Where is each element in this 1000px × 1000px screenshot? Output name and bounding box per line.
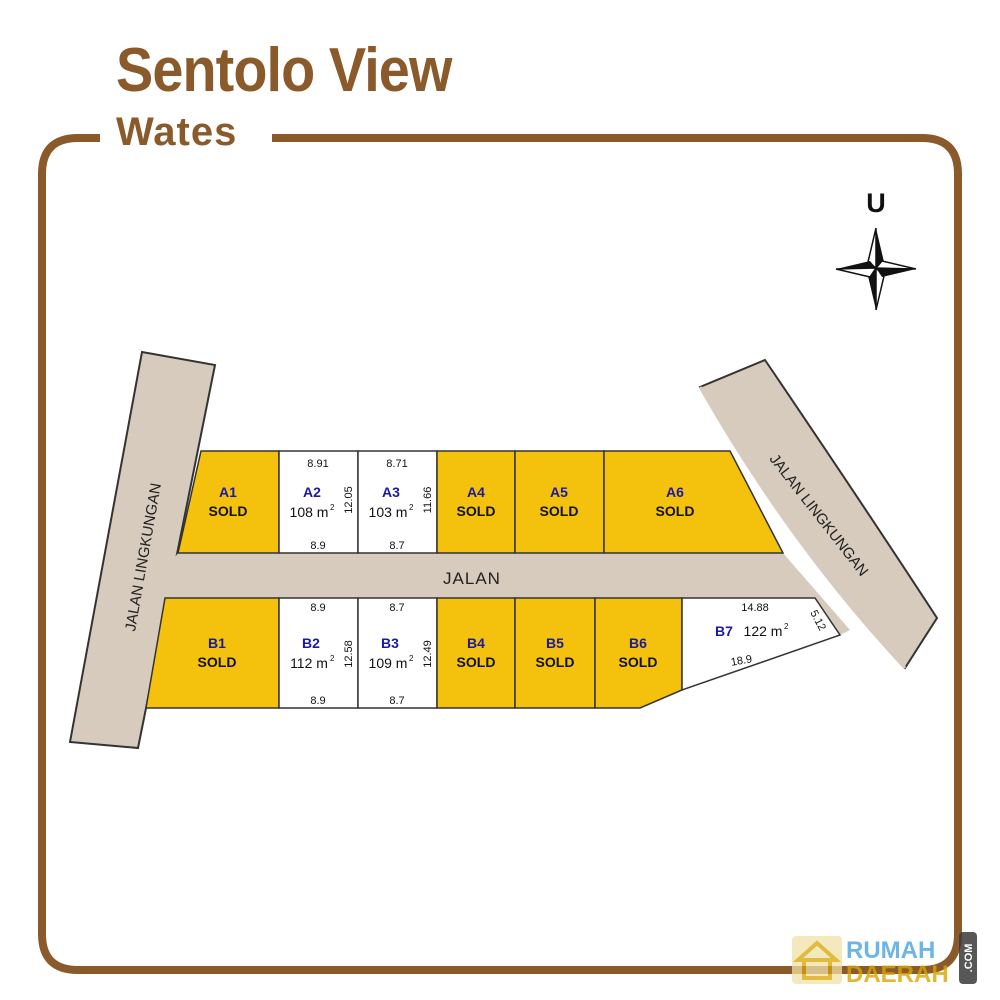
plot-b3-id: B3 <box>381 635 399 651</box>
plot-a4[interactable] <box>436 450 516 554</box>
watermark-suffix: .COM <box>963 944 975 973</box>
plot-b7-bottom: 18.9 <box>730 653 753 669</box>
plot-b7-area: 122 m <box>744 623 783 639</box>
plot-a2-area-sup: 2 <box>330 503 335 512</box>
plot-a1-status: SOLD <box>209 503 248 519</box>
plot-a2-side: 12.05 <box>343 486 355 514</box>
watermark-line1: RUMAH <box>846 937 935 964</box>
plot-a2-id: A2 <box>303 484 321 500</box>
plot-b7-top: 14.88 <box>741 602 769 614</box>
plot-a5-status: SOLD <box>540 503 579 519</box>
plot-b2-bottom: 8.9 <box>310 695 325 707</box>
plot-b4-status: SOLD <box>457 654 496 670</box>
plot-a3-top: 8.71 <box>386 458 407 470</box>
plot-b5-status: SOLD <box>536 654 575 670</box>
plot-b5-id: B5 <box>546 635 564 651</box>
plot-a4-status: SOLD <box>457 503 496 519</box>
watermark-line2: DAERAH <box>846 961 949 988</box>
plot-b6-id: B6 <box>629 635 647 651</box>
road-main <box>145 553 850 635</box>
plot-b3-bottom: 8.7 <box>389 695 404 707</box>
plot-b3-top: 8.7 <box>389 602 404 614</box>
plot-b3-side: 12.49 <box>422 640 434 668</box>
plot-b4[interactable] <box>436 597 516 709</box>
page-title: Sentolo View <box>116 36 452 105</box>
plot-b7-id: B7 <box>715 623 733 639</box>
plot-b2-id: B2 <box>302 635 320 651</box>
plot-a2-area: 108 m <box>290 504 329 520</box>
plot-a5-id: A5 <box>550 484 568 500</box>
plot-a3-area-sup: 2 <box>409 503 414 512</box>
plot-b1[interactable] <box>145 597 280 709</box>
watermark-logo <box>792 936 842 984</box>
plot-b7[interactable] <box>681 597 842 692</box>
plot-b2-side: 12.58 <box>343 640 355 668</box>
plot-b6[interactable] <box>594 597 683 709</box>
plot-b2-area: 112 m <box>290 655 328 671</box>
plot-a3-id: A3 <box>382 484 400 500</box>
plot-a3-side: 11.66 <box>422 487 434 514</box>
plot-a2-bottom: 8.9 <box>310 540 325 552</box>
plot-b1-status: SOLD <box>198 654 237 670</box>
plot-a3-bottom: 8.7 <box>389 540 404 552</box>
plot-b3-area-sup: 2 <box>409 654 414 663</box>
plot-b7-area-sup: 2 <box>784 622 789 631</box>
plot-b3-area: 109 m <box>369 655 408 671</box>
plot-b2-top: 8.9 <box>310 602 325 614</box>
plot-a6-id: A6 <box>666 484 684 500</box>
plot-b5[interactable] <box>514 597 596 709</box>
plot-a2[interactable] <box>278 450 359 554</box>
plot-b2[interactable] <box>278 597 359 709</box>
plot-a4-id: A4 <box>467 484 485 500</box>
road-left <box>68 350 217 750</box>
plot-a5[interactable] <box>514 450 605 554</box>
plot-a1-id: A1 <box>219 484 237 500</box>
north-arrow-icon <box>835 227 917 311</box>
plot-b4-id: B4 <box>467 635 485 651</box>
plot-a3-area: 103 m <box>369 504 408 520</box>
compass-label: U <box>866 188 886 218</box>
plot-b3[interactable] <box>357 597 438 709</box>
page-subtitle: Wates <box>116 110 238 154</box>
plot-a2-top: 8.91 <box>307 458 328 470</box>
plot-a6[interactable] <box>603 450 785 554</box>
plot-b2-area-sup: 2 <box>330 654 335 663</box>
road-label-main: JALAN <box>443 569 501 588</box>
plot-b6-status: SOLD <box>619 654 658 670</box>
plot-a6-status: SOLD <box>656 503 695 519</box>
plot-b1-id: B1 <box>208 635 226 651</box>
map-frame <box>38 134 962 974</box>
